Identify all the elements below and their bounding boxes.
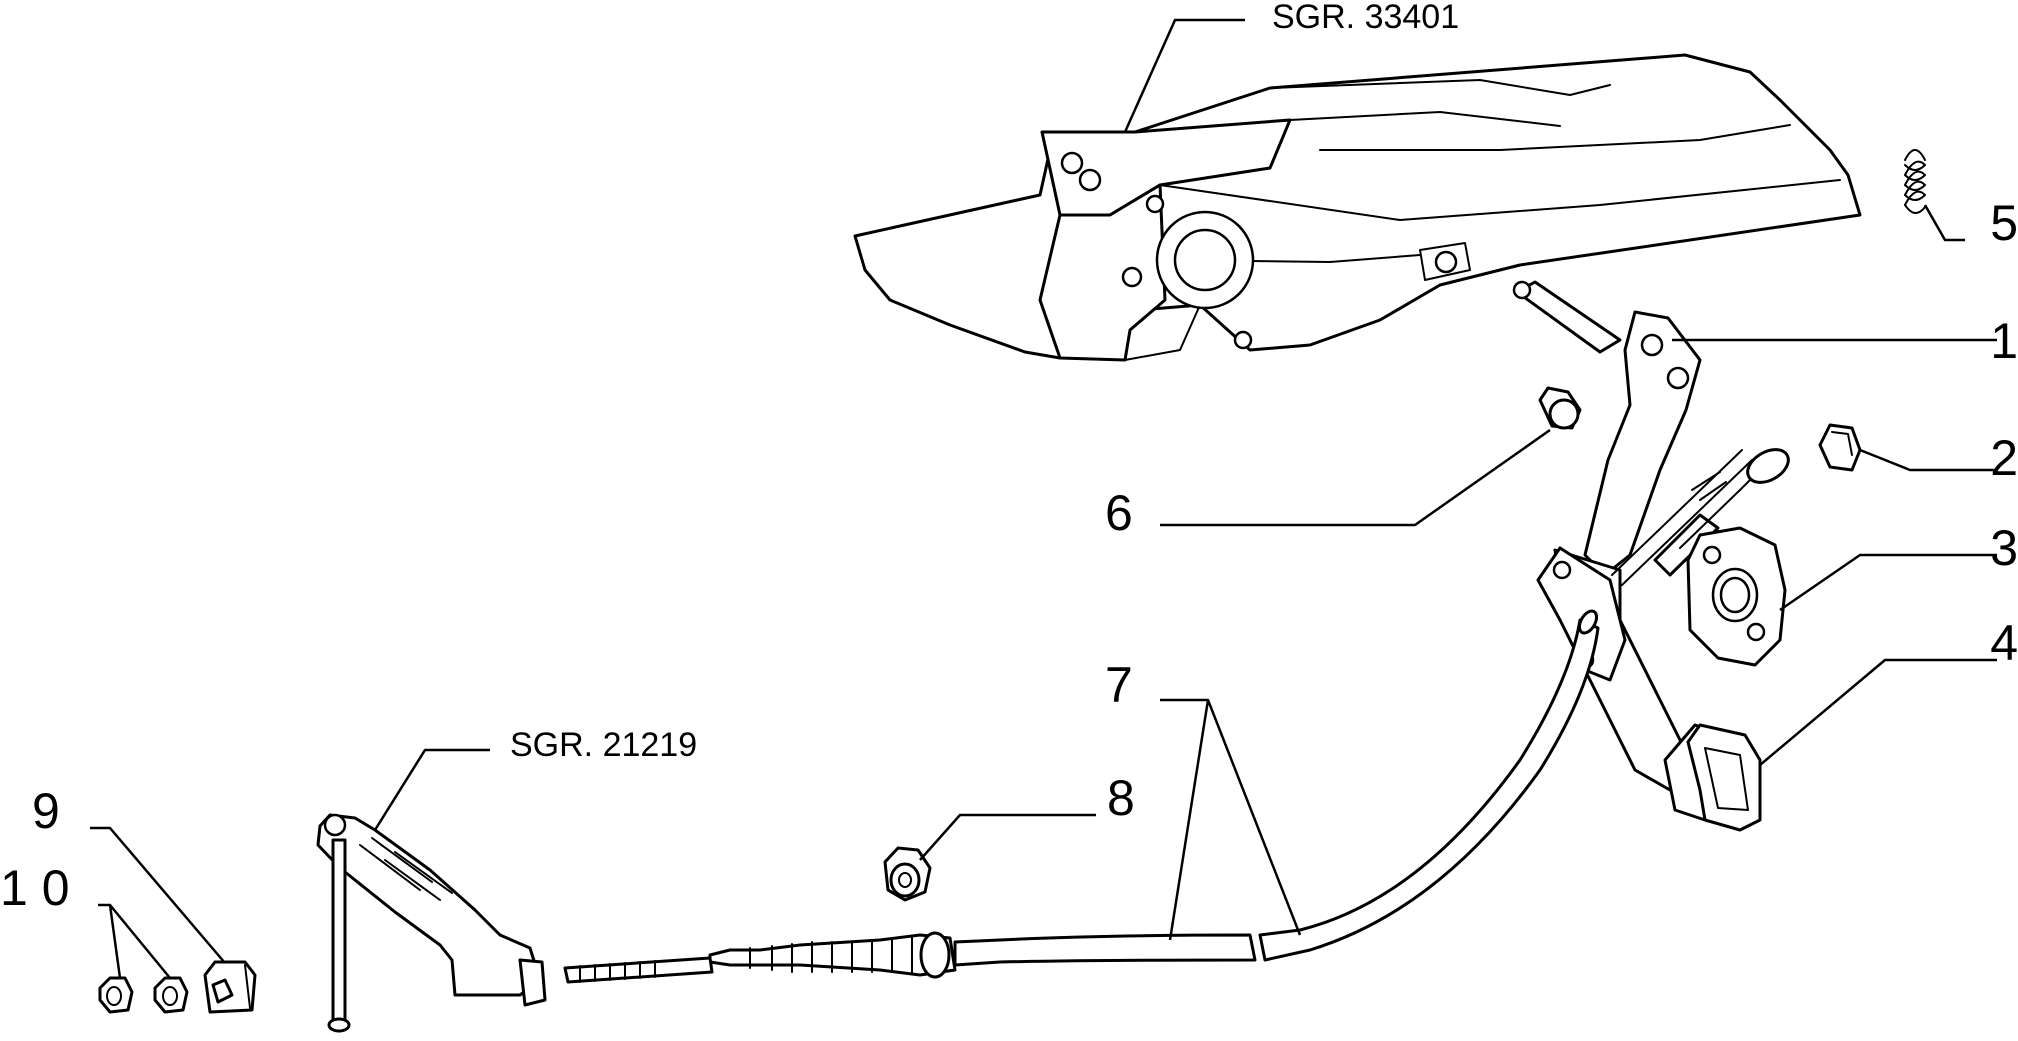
cable-clamp: [203, 960, 257, 1014]
release-lever: [316, 813, 547, 1033]
clutch-cable: [563, 609, 1600, 984]
retaining-clip: [1818, 423, 1862, 472]
callout-6: 6: [1105, 485, 1133, 541]
pedal-pad: [1663, 723, 1762, 832]
callout-7: 7: [1105, 657, 1133, 713]
callout-2: 2: [1990, 430, 2018, 486]
grommet: [883, 846, 932, 902]
pushrod: [1611, 448, 1790, 586]
reference-label-top: SGR. 33401: [1272, 0, 1459, 36]
callout-3: 3: [1990, 520, 2018, 576]
bush: [1538, 386, 1582, 430]
callout-1: 1: [1990, 313, 2018, 369]
pedal-box-bracket: [853, 53, 1862, 362]
gasket-plate: [1686, 526, 1787, 667]
reference-label-left: SGR. 21219: [510, 726, 697, 764]
labels: SGR. 33401 SGR. 21219 1 2 3 4 5 6 7 8 9 …: [0, 0, 2018, 916]
nuts: [98, 976, 189, 1014]
callout-4: 4: [1990, 615, 2018, 671]
callout-9: 9: [32, 783, 60, 839]
callout-8: 8: [1107, 770, 1135, 826]
callout-10: 1 0: [0, 860, 70, 916]
callout-5: 5: [1990, 195, 2018, 251]
leader-lines: [90, 18, 1997, 979]
return-spring: [1904, 149, 1926, 214]
